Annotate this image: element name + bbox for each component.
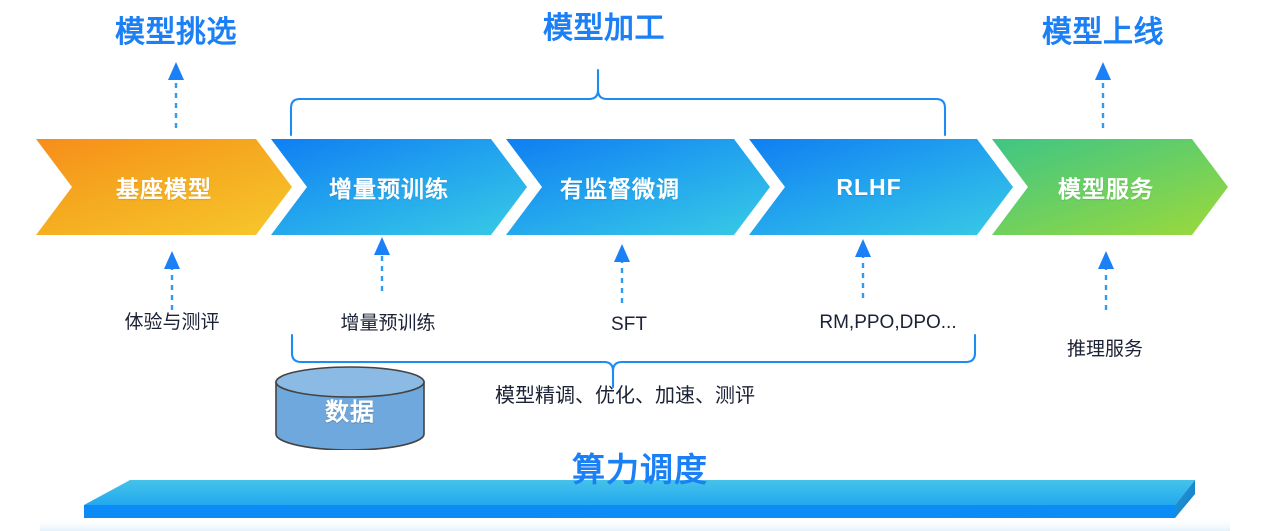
dashed-arrow-up-rm-ppo-dpo — [855, 239, 871, 298]
leaf-label-continual-pretrain: 增量预训练 — [340, 313, 436, 334]
brace-bottom-data — [290, 333, 977, 389]
section-heading-model-deployment: 模型上线 — [1042, 16, 1164, 49]
database-icon — [275, 366, 425, 450]
chevron-stage-2 — [271, 139, 527, 235]
platform-side-face — [1175, 480, 1195, 518]
compute-platform — [40, 480, 1230, 531]
pipeline-chevrons: 基座模型 增量预训练 有监督微调 RLHF 模型服务 — [0, 139, 1263, 235]
chevron-stage-5 — [992, 139, 1228, 235]
platform-title: 算力调度 — [572, 451, 708, 488]
section-heading-model-processing: 模型加工 — [543, 12, 665, 45]
section-heading-model-selection: 模型挑选 — [115, 16, 237, 49]
dashed-arrow-up-inference-service — [1098, 251, 1114, 310]
chevron-stage-4 — [749, 139, 1013, 235]
leaf-label-sft: SFT — [611, 314, 647, 335]
top-connectors-layer — [168, 62, 1111, 137]
leaf-label-experience-eval: 体验与测评 — [124, 312, 220, 333]
dashed-arrow-up-sft — [614, 244, 630, 303]
chevron-stage-1 — [36, 139, 292, 235]
platform-front-face — [84, 505, 1175, 518]
leaf-label-inference-service: 推理服务 — [1066, 339, 1144, 360]
dashed-arrow-up-experience-eval — [164, 251, 180, 310]
chevron-stage-3 — [506, 139, 770, 235]
leaf-label-rm-ppo-dpo: RM,PPO,DPO... — [819, 312, 957, 333]
label-model-tuning-optimization: 模型精调、优化、加速、测评 — [495, 385, 755, 407]
dashed-arrow-up-continual-pretrain — [374, 237, 390, 291]
dashed-arrow-up-model-deployment — [1095, 62, 1111, 128]
chevron-shapes — [36, 139, 1228, 235]
dashed-arrow-up-model-selection — [168, 62, 184, 128]
bottom-connectors-layer — [164, 237, 1114, 389]
brace-top-processing — [289, 68, 947, 137]
platform-top-face — [84, 480, 1195, 505]
